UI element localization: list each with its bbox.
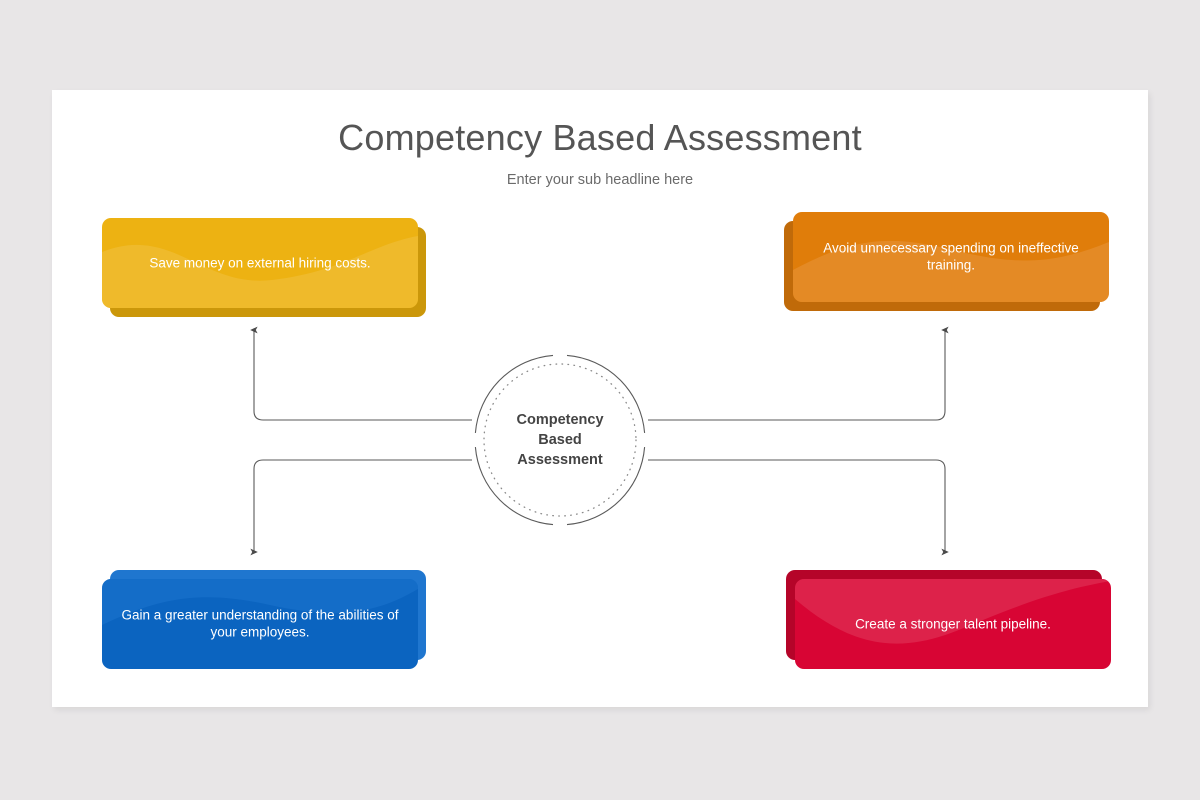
card-label: Save money on external hiring costs.: [149, 255, 371, 271]
connector-hub-to-red: [648, 459, 949, 556]
page-title: Competency Based Assessment: [338, 117, 862, 158]
card-label: Avoid unnecessary spending on ineffectiv…: [823, 240, 1079, 273]
card-wave-decoration: [793, 240, 1109, 302]
card-talent-pipeline[interactable]: Create a stronger talent pipeline.: [786, 570, 1111, 669]
card-label: Gain a greater understanding of the abil…: [121, 607, 399, 640]
card-save-money[interactable]: Save money on external hiring costs.: [102, 218, 426, 317]
hub-label-line-1: Competency: [516, 412, 604, 428]
card-label: Create a stronger talent pipeline.: [855, 616, 1051, 632]
card-face: Gain a greater understanding of the abil…: [102, 579, 418, 669]
hub-label: Competency Based Assessment: [472, 410, 648, 470]
card-avoid-spending[interactable]: Avoid unnecessary spending on ineffectiv…: [784, 212, 1109, 311]
hub-label-line-3: Assessment: [517, 452, 603, 468]
connector-hub-to-blue: [250, 459, 472, 556]
card-face: Save money on external hiring costs.: [102, 218, 418, 308]
card-face: Create a stronger talent pipeline.: [795, 579, 1111, 669]
card-wave-decoration: [102, 236, 418, 308]
hub-outer-ring: [474, 354, 646, 526]
card-face: Avoid unnecessary spending on ineffectiv…: [793, 212, 1109, 302]
card-wave-decoration: [102, 579, 418, 625]
center-hub[interactable]: Competency Based Assessment: [472, 352, 648, 528]
slide-panel: Competency Based Assessment Enter your s…: [52, 90, 1148, 707]
page-subtitle: Enter your sub headline here: [506, 172, 694, 188]
connector-hub-to-orange: [648, 326, 949, 421]
card-understand-abilities[interactable]: Gain a greater understanding of the abil…: [102, 570, 426, 669]
hub-label-line-2: Based: [538, 432, 582, 448]
connector-hub-to-yellow: [250, 326, 472, 421]
hub-dotted-ring: [483, 363, 637, 517]
card-wave-decoration: [795, 579, 1111, 644]
connector-lines: [250, 326, 949, 556]
